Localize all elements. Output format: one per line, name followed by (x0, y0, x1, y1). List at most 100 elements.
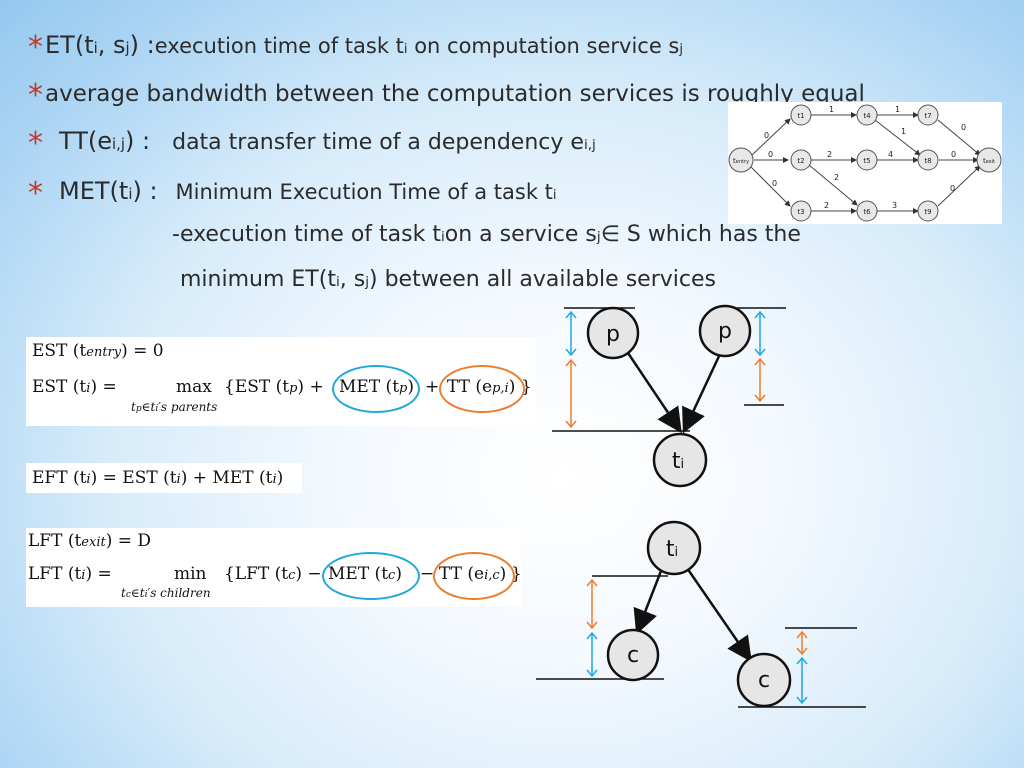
met-duration-arrow (586, 631, 598, 678)
tt-term: TT(ei,j) : (59, 127, 151, 155)
child-node-2 (736, 652, 792, 708)
met-highlight-ring (332, 365, 420, 413)
weight-t7-exit: 0 (961, 123, 966, 132)
weight-entry-t1: 0 (764, 131, 769, 140)
edge-t4-t8 (874, 119, 921, 156)
dag-node-t8 (917, 149, 939, 171)
met-description: Minimum Execution Time of a task ti (175, 180, 557, 204)
dag-node-t1 (790, 104, 812, 126)
met-duration-arrow (796, 656, 808, 705)
lft-exit-equation: LFT (texit) = D (28, 531, 152, 551)
est-entry-equation: EST (tentry) = 0 (32, 341, 164, 361)
weight-t2-t6: 2 (834, 173, 839, 182)
lft-close-brace: } (511, 564, 522, 584)
bullet-star: * (28, 126, 43, 161)
dag-node-t7-label: t7 (924, 112, 931, 120)
dag-node-entry (728, 147, 754, 173)
est-max-operator: max (176, 377, 212, 397)
eft-formula: EFT (ti) = EST (ti) + MET (ti) (26, 463, 302, 493)
tt-duration-arrow (796, 630, 808, 656)
est-max-subscript: tp∈ti′s parents (131, 400, 218, 414)
tt-highlight-ring (439, 365, 525, 413)
tt-description: data transfer time of a dependency ei,j (172, 130, 596, 155)
edge-t7-exit (937, 119, 981, 156)
lft-rhs: {LFT (tc) − (224, 564, 322, 584)
est-rhs: {EST (tp) + (224, 377, 324, 397)
weight-t4-t7: 1 (895, 105, 900, 114)
edge-parent2-to-child (682, 353, 722, 434)
est-formula: EST (tentry) = 0 EST (ti) = max tp∈ti′s … (26, 337, 536, 426)
et-description: execution time of task ti on computation… (154, 34, 683, 58)
parent-node-ti-label: ti (666, 537, 678, 562)
parent-node-2-label: p (718, 319, 732, 344)
et-term: ET(ti, sj) : (45, 31, 155, 59)
child-node-1-label: c (627, 643, 639, 668)
weight-t3-t6: 2 (824, 201, 829, 210)
workflow-dag-svg: 0 0 0 1 2 2 2 1 1 4 3 0 0 0 (728, 104, 1002, 222)
edge-ti-to-child2 (685, 567, 752, 663)
edge-entry-t3 (749, 165, 791, 207)
parent-node-1-label: p (606, 322, 620, 347)
weight-t8-exit: 0 (951, 150, 956, 159)
met-duration-arrow (565, 310, 577, 357)
edge-t2-t6 (808, 164, 858, 206)
dag-node-t2-label: t2 (797, 157, 804, 165)
edge-ti-to-child1 (633, 570, 663, 635)
dag-node-exit (976, 147, 1002, 173)
weight-t5-t8: 4 (888, 150, 893, 159)
est-plus: + (425, 377, 440, 397)
dag-node-t2 (790, 149, 812, 171)
lft-timing-diagram: ti c c (536, 520, 866, 708)
bullet-met-definition: * MET(ti) : Minimum Execution Time of a … (28, 172, 557, 211)
lft-formula: LFT (texit) = D LFT (ti) = min tc∈ti′s c… (26, 528, 522, 607)
dag-node-t7 (917, 104, 939, 126)
edge-t9-exit (937, 165, 981, 207)
tt-duration-arrow (565, 358, 577, 429)
dag-node-t4 (856, 104, 878, 126)
dag-node-t6-label: t6 (863, 208, 871, 216)
dag-node-entry-label: tentry (733, 157, 749, 165)
child-node-1 (606, 628, 660, 682)
weight-t6-t9: 3 (892, 201, 897, 210)
bullet-star: * (28, 30, 43, 65)
dag-node-t8-label: t8 (924, 157, 931, 165)
edge-entry-t1 (751, 118, 791, 156)
child-node-ti (652, 432, 708, 488)
dag-node-t6 (856, 200, 878, 222)
dag-node-t3-label: t3 (797, 208, 804, 216)
dag-node-t3 (790, 200, 812, 222)
dag-node-t5-label: t5 (863, 157, 870, 165)
lft-lhs: LFT (ti) = (28, 564, 112, 584)
weight-entry-t3: 0 (772, 179, 777, 188)
dag-node-t5 (856, 149, 878, 171)
parent-node-2 (698, 304, 752, 358)
bullet-star: * (28, 78, 43, 113)
bullet-star: * (28, 176, 43, 211)
weight-t4-t8: 1 (901, 127, 906, 136)
est-close-brace: } (521, 377, 532, 397)
dag-node-t9 (917, 200, 939, 222)
met-highlight-ring (322, 552, 420, 600)
bullet-tt-definition: * TT(ei,j) : data transfer time of a dep… (28, 122, 596, 161)
est-lhs: EST (ti) = (32, 377, 117, 397)
weight-t1-t4: 1 (829, 105, 834, 114)
lft-min-subscript: tc∈ti′s children (121, 586, 211, 600)
lft-min-operator: min (174, 564, 207, 584)
eft-equation: EFT (ti) = EST (ti) + MET (ti) (32, 468, 284, 488)
bullet-et-definition: * ET(ti, sj) : execution time of task ti… (28, 26, 683, 65)
weight-entry-t2: 0 (768, 150, 773, 159)
tt-duration-arrow (754, 357, 766, 403)
dag-node-exit-label: texit (983, 157, 995, 165)
met-term: MET(ti) : (59, 177, 158, 205)
parent-node-ti (646, 520, 702, 576)
tt-highlight-ring (433, 552, 515, 600)
tt-duration-arrow (586, 578, 598, 630)
dag-node-t4-label: t4 (863, 112, 871, 120)
edge-parent1-to-child (624, 349, 682, 434)
dag-node-t1-label: t1 (797, 112, 804, 120)
weight-t9-exit: 0 (950, 184, 955, 193)
est-timing-diagram: p p ti (552, 304, 786, 488)
child-node-2-label: c (758, 668, 770, 693)
